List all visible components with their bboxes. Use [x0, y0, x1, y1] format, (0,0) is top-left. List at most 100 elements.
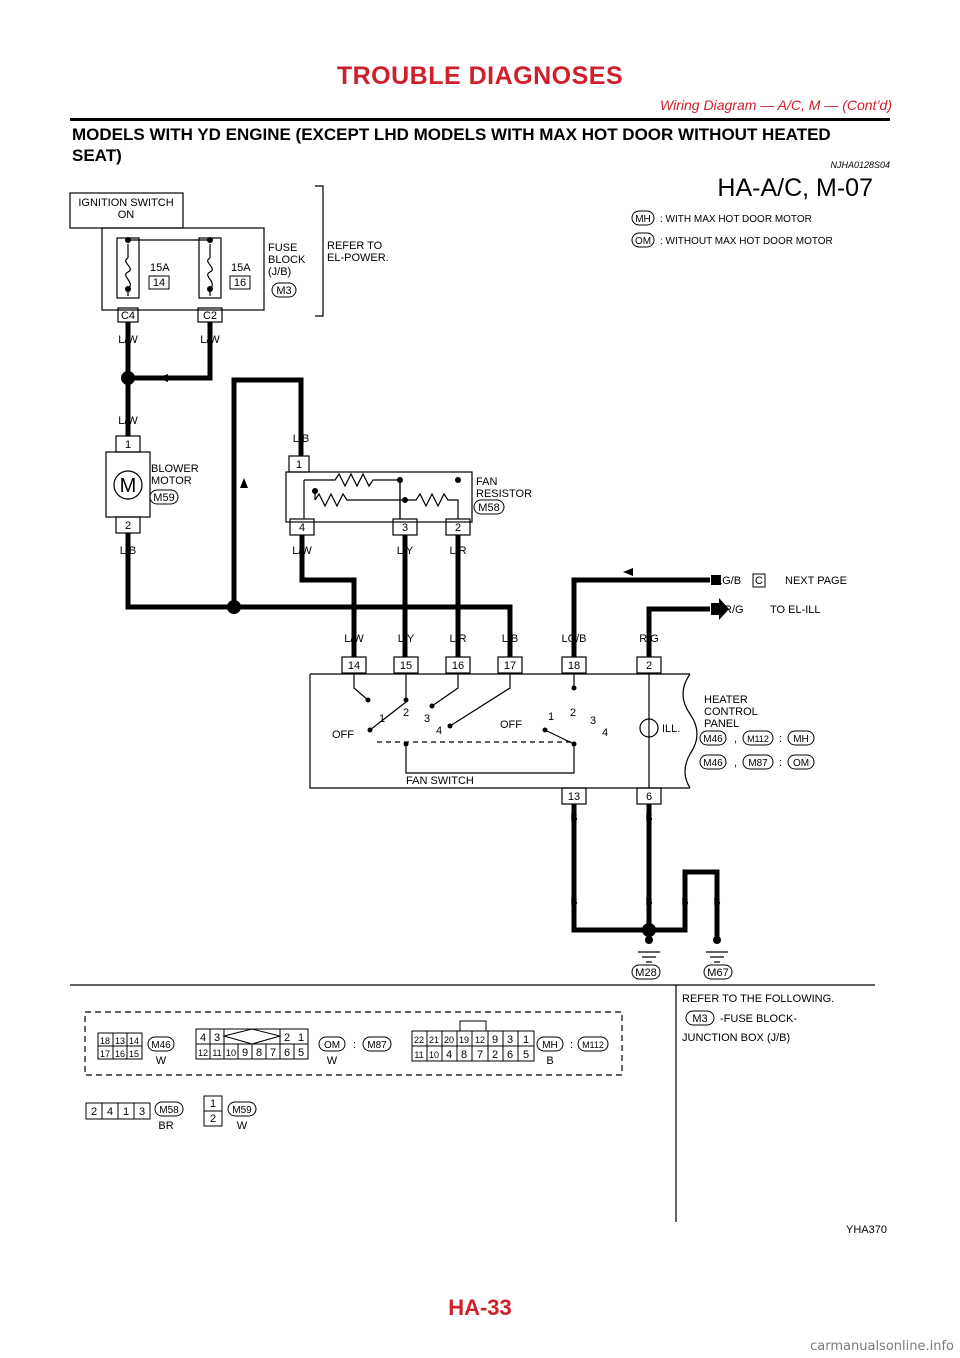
m112-pin-19: 19	[459, 1035, 469, 1045]
panel-colon-a: :	[779, 733, 782, 745]
ctrl-pos-4: 4	[602, 727, 608, 739]
resistor-pin2: 2	[455, 522, 461, 534]
resistor-pin4: 4	[299, 522, 305, 534]
panel-l3: PANEL	[704, 718, 739, 730]
m112-label: M112	[582, 1040, 604, 1050]
m87-pin-6: 6	[284, 1047, 290, 1059]
panel-conn-m46-b: M46	[703, 758, 723, 769]
wire-label-ly-1: L/Y	[397, 545, 414, 557]
blower-pin2: 2	[125, 520, 131, 532]
ignition-label-2: ON	[118, 209, 135, 221]
m87-pin-3: 3	[214, 1032, 220, 1044]
to-ill-text: TO EL-ILL	[770, 604, 821, 616]
wire-label-ly-2: L/Y	[398, 633, 415, 645]
panel-pin-17: 17	[504, 660, 516, 672]
m87-pin-5: 5	[298, 1047, 304, 1059]
m59-label: M59	[232, 1105, 252, 1116]
fuse-block-l1: FUSE	[268, 242, 297, 254]
m112-pin-22: 22	[414, 1035, 424, 1045]
m87-pin-10: 10	[226, 1048, 236, 1058]
resistor-l1: FAN	[476, 476, 497, 488]
wire-b-m67	[649, 869, 720, 940]
m112-pin-7: 7	[477, 1049, 483, 1061]
fan-pos-4: 4	[436, 725, 442, 737]
ignition-label-1: IGNITION SWITCH	[78, 197, 173, 209]
refer-l1: REFER TO	[327, 240, 383, 252]
m112-pin-20: 20	[444, 1035, 454, 1045]
m59-pin-2: 2	[210, 1113, 216, 1125]
m46-pin-13: 13	[115, 1036, 125, 1046]
m112-pin-10: 10	[429, 1050, 439, 1060]
ctrl-off-label: OFF	[500, 719, 522, 731]
m87-pin-12: 12	[198, 1048, 208, 1058]
wire-label-b-5: B	[681, 896, 688, 908]
m112-badge: MH	[542, 1040, 558, 1051]
blower-pin1: 1	[125, 439, 131, 451]
m87-label: M87	[367, 1040, 387, 1051]
wire-label-lw-2: L/W	[200, 334, 220, 346]
panel-badge-om: OM	[793, 758, 809, 769]
refer-item-text: -FUSE BLOCK-	[720, 1013, 797, 1025]
panel-conn-m112: M112	[747, 734, 769, 744]
fan-off-label: OFF	[332, 729, 354, 741]
wire-label-rg-1: R/G	[724, 604, 744, 616]
term-c2: C2	[203, 310, 217, 322]
panel-sep-b: ,	[734, 757, 737, 769]
wire-label-lgb-1: LG/B	[716, 575, 741, 587]
ctrl-pos-1: 1	[548, 711, 554, 723]
m112-pin-1: 1	[523, 1034, 529, 1046]
ground-m28: M28	[635, 967, 656, 979]
m112-pin-21: 21	[429, 1035, 439, 1045]
m58-label: M58	[159, 1105, 179, 1116]
panel-pin-15: 15	[400, 660, 412, 672]
section-ref-code: NJHA0128S04	[830, 160, 890, 170]
wire-rg	[646, 606, 710, 657]
watermark[interactable]: carmanualsonline.info	[810, 1339, 954, 1354]
fan-pos-1: 1	[379, 713, 385, 725]
legend-badge-om: OM	[635, 236, 651, 247]
fuse-b-amp: 15A	[231, 262, 251, 274]
wire-label-lw-1: L/W	[118, 334, 138, 346]
m87-pin-7: 7	[270, 1047, 276, 1059]
blower-l2: MOTOR	[151, 475, 192, 487]
fan-pos-2: 2	[403, 707, 409, 719]
refer-item-conn: M3	[692, 1013, 707, 1025]
wire-lw-fuse16	[128, 322, 213, 381]
panel-pin-18: 18	[568, 660, 580, 672]
m87-color: W	[327, 1055, 338, 1067]
refer-following: REFER TO THE FOLLOWING.	[682, 993, 834, 1005]
fuse-block-box	[101, 227, 265, 311]
m87-pin-1: 1	[298, 1032, 304, 1044]
refer-item-text2: JUNCTION BOX (J/B)	[682, 1032, 790, 1044]
m46-pin-15: 15	[129, 1049, 139, 1059]
wire-label-lw-5: L/W	[344, 633, 364, 645]
wire-label-lb-3: L/B	[502, 633, 519, 645]
m112-pin-12: 12	[475, 1035, 485, 1045]
blower-l1: BLOWER	[151, 463, 199, 475]
m87-pin-9: 9	[242, 1047, 248, 1059]
next-page-badge: C	[755, 575, 763, 587]
m46-pin-14: 14	[129, 1036, 139, 1046]
wire-lgb	[571, 577, 710, 657]
wire-b-13	[571, 804, 649, 933]
panel-colon-b: :	[779, 757, 782, 769]
ctrl-pos-2: 2	[570, 707, 576, 719]
wire-label-lr-1: L/R	[449, 545, 466, 557]
ctrl-pos-3: 3	[590, 715, 596, 727]
resistor-pin3: 3	[402, 522, 408, 534]
m58-pin-3: 3	[139, 1106, 145, 1118]
term-c4: C4	[121, 310, 135, 322]
m87-pin-4: 4	[200, 1032, 206, 1044]
wire-label-rg-2: R/G	[639, 633, 659, 645]
section-title: MODELS WITH YD ENGINE (EXCEPT LHD MODELS…	[72, 125, 831, 165]
page-number: HA-33	[448, 1295, 512, 1320]
legend-text-om: : WITHOUT MAX HOT DOOR MOTOR	[660, 236, 833, 247]
m46-pin-16: 16	[115, 1049, 125, 1059]
next-page-text: NEXT PAGE	[785, 575, 847, 587]
diagram-code: HA-A/C, M-07	[717, 174, 873, 202]
m46-label: M46	[151, 1040, 171, 1051]
m112-color: B	[546, 1055, 553, 1067]
refer-l2: EL-POWER.	[327, 252, 389, 264]
ground-m67: M67	[707, 967, 728, 979]
